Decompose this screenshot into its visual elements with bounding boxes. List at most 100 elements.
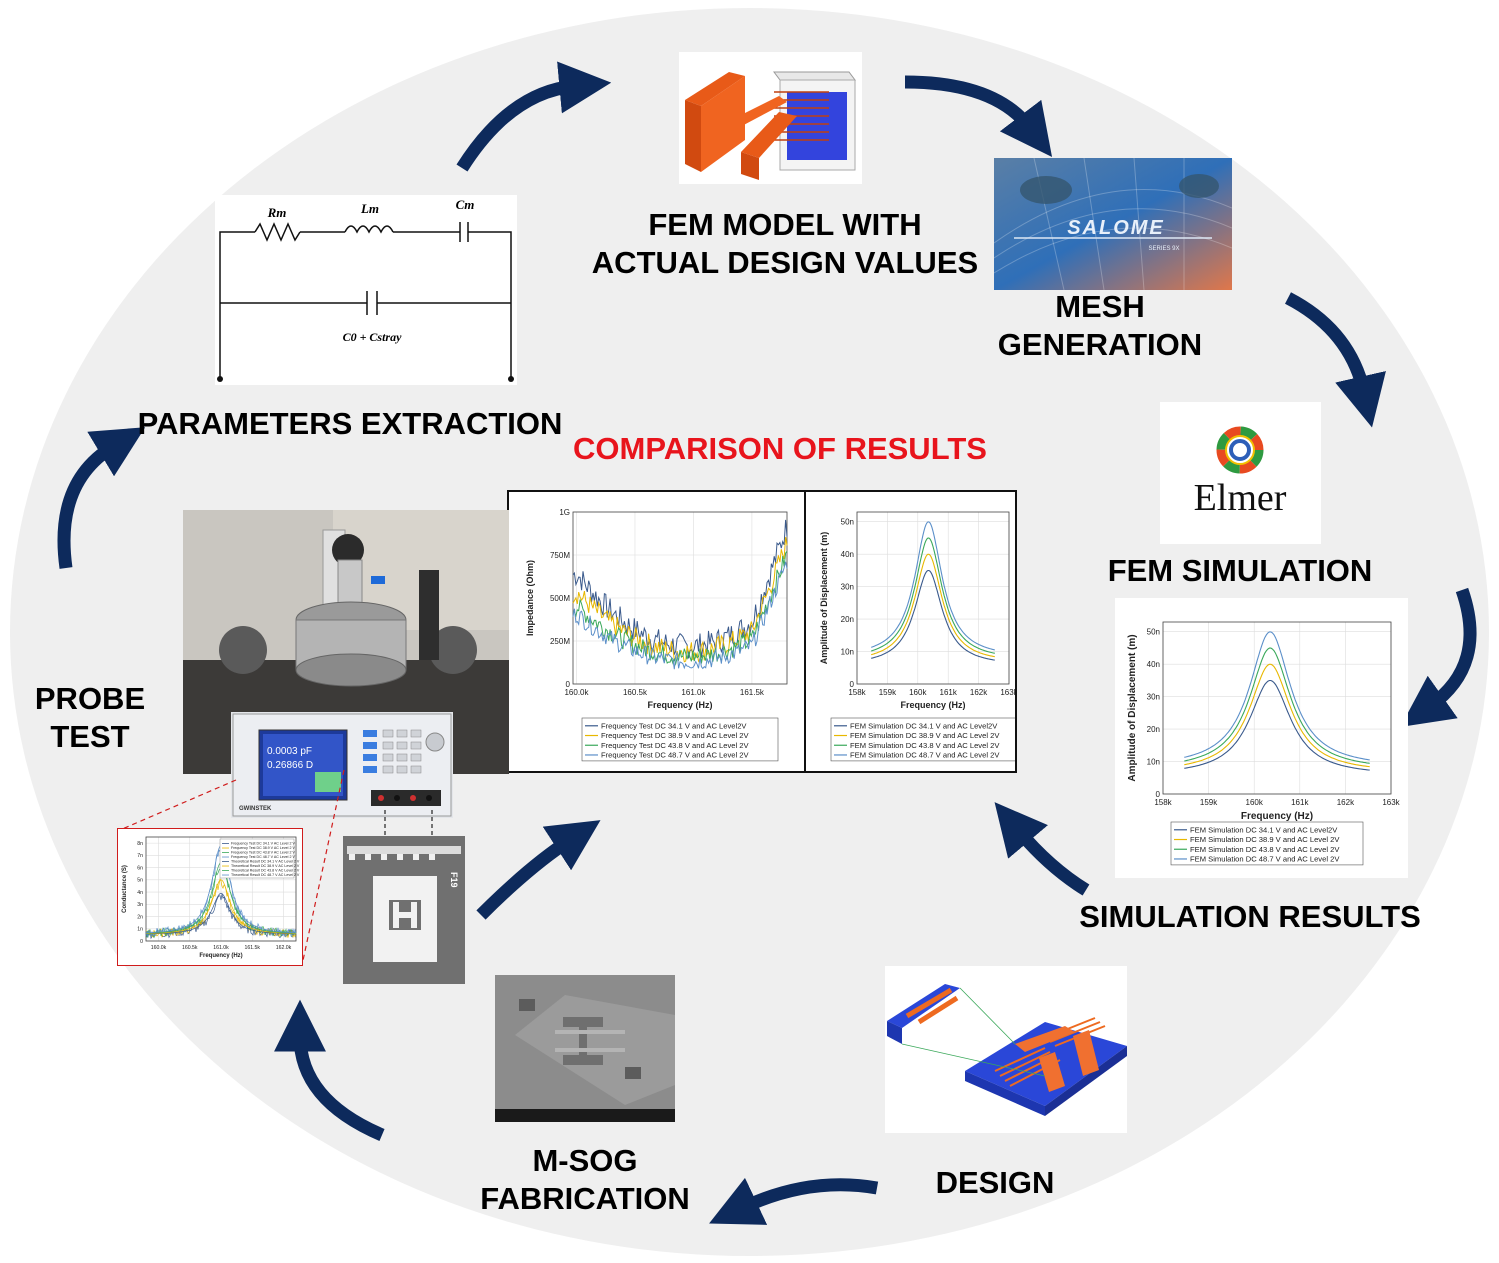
y-axis-label: Amplitude of Displacement (m) <box>819 532 829 665</box>
plot-frame <box>856 511 1010 685</box>
y-tick-label: 2n <box>137 914 143 920</box>
series-line <box>1184 663 1370 768</box>
arrow-chip-to-comparison <box>476 820 601 920</box>
y-tick-label: 0 <box>140 939 143 945</box>
arrow-elmer-to-results <box>1400 587 1477 728</box>
legend-entry: Theoretical Result DC 43.8 V AC Level 2 … <box>231 869 300 873</box>
circuit-c0-label: C0 + Cstray <box>343 330 403 344</box>
x-tick-label: 160.0k <box>564 688 589 697</box>
equivalent-circuit: Rm Lm Cm C0 + Cstray <box>215 195 517 385</box>
x-tick-label: 160.5k <box>623 688 648 697</box>
y-tick-label: 30n <box>1147 692 1160 701</box>
x-tick-label: 161.5k <box>244 945 260 951</box>
y-tick-label: 0 <box>1156 790 1161 799</box>
chip-label-text: F19 <box>449 872 459 888</box>
lcr-meter-image: 0.0003 pF 0.26866 D GWINSTEK <box>231 712 453 818</box>
elmer-logo-text: Elmer <box>1194 477 1287 519</box>
y-axis-label: Amplitude of Displacement (m) <box>1127 634 1138 781</box>
series-line <box>145 879 297 935</box>
y-tick-label: 7n <box>137 853 143 859</box>
legend-entry: Frequency Test DC 38.9 V and AC Level 2V <box>601 731 750 740</box>
series-line <box>572 519 788 659</box>
meter-brand-text: GWINSTEK <box>239 806 272 812</box>
series-line <box>871 569 995 661</box>
sem-fabrication-image <box>495 975 675 1122</box>
y-tick-label: 250M <box>550 637 570 646</box>
series-line <box>871 553 995 658</box>
legend-box <box>1170 821 1364 866</box>
circuit-rm-label: Rm <box>267 205 287 220</box>
y-tick-label: 1n <box>137 927 143 933</box>
salome-logo-image: SALOME SERIES 9X <box>994 158 1232 290</box>
label-fem-simulation: FEM SIMULATION <box>1107 553 1373 588</box>
legend-entry: FEM Simulation DC 34.1 V and AC Level2V <box>1190 825 1338 834</box>
y-tick-label: 3n <box>137 902 143 908</box>
legend-entry: FEM Simulation DC 38.9 V and AC Level 2V <box>850 731 1000 740</box>
legend-entry: Frequency Test DC 34.1 V and AC Level2V <box>601 721 747 730</box>
x-tick-label: 160.5k <box>182 945 198 951</box>
plot-frame <box>572 511 788 685</box>
label-parameters-extraction: PARAMETERS EXTRACTION <box>137 406 563 441</box>
y-axis-label: Impedance (Ohm) <box>525 560 535 636</box>
y-tick-label: 1G <box>559 508 570 517</box>
arrow-circuit-to-fem <box>456 61 612 172</box>
arrow-fem-to-mesh <box>904 75 1053 157</box>
x-tick-label: 160k <box>909 688 927 697</box>
y-tick-label: 4n <box>137 890 143 896</box>
circuit-lm-label: Lm <box>360 201 379 216</box>
y-tick-label: 5n <box>137 878 143 884</box>
series-line <box>572 561 788 670</box>
label-mesh-generation: MESH GENERATION <box>997 289 1203 362</box>
arrow-mesh-to-elmer <box>1284 292 1386 428</box>
arrow-design-to-fab <box>709 1177 879 1225</box>
legend-entry: FEM Simulation DC 38.9 V and AC Level 2V <box>1190 835 1340 844</box>
legend-entry: FEM Simulation DC 48.7 V and AC Level 2V <box>1190 854 1340 863</box>
y-tick-label: 50n <box>841 518 854 527</box>
x-tick-label: 158k <box>1154 798 1172 807</box>
label-probe-test: PROBE TEST <box>34 681 146 754</box>
legend-entry: FEM Simulation DC 43.8 V and AC Level 2V <box>1190 845 1340 854</box>
series-line <box>871 537 995 654</box>
x-tick-label: 159k <box>879 688 897 697</box>
legend-entry: Frequency Test DC 43.8 V and AC Level 2V <box>601 741 750 750</box>
legend-entry: FEM Simulation DC 43.8 V and AC Level 2V <box>850 741 1000 750</box>
fem-model-image <box>679 52 862 184</box>
legend-entry: FEM Simulation DC 34.1 V and AC Level2V <box>850 721 998 730</box>
x-tick-label: 162.0k <box>276 945 292 951</box>
legend-entry: Theoretical Result DC 38.9 V AC Level 2 … <box>231 864 300 868</box>
y-tick-label: 750M <box>550 551 570 560</box>
legend-entry: Theoretical Result DC 48.7 V AC Level 2 … <box>231 873 300 877</box>
y-tick-label: 10n <box>841 647 854 656</box>
x-axis-label: Frequency (Hz) <box>900 700 965 710</box>
salome-logo-text: SALOME <box>1067 217 1165 239</box>
label-fem-model: FEM MODEL WITH ACTUAL DESIGN VALUES <box>591 207 979 280</box>
chip-photo-image: F19 <box>343 836 465 984</box>
y-tick-label: 20n <box>841 615 854 624</box>
arrow-fab-to-probe <box>274 999 385 1141</box>
y-tick-label: 40n <box>1147 660 1160 669</box>
series-line <box>1184 631 1370 761</box>
label-fabrication: M-SOG FABRICATION <box>480 1143 690 1216</box>
label-design: DESIGN <box>935 1165 1055 1200</box>
meter-reading-dissipation: 0.26866 D <box>267 760 313 771</box>
y-tick-label: 10n <box>1147 757 1160 766</box>
legend-entry: Frequency Test DC 38.9 V AC Level 2 V <box>231 846 295 850</box>
x-tick-label: 163k <box>1382 798 1400 807</box>
y-axis-label: Conductance (S) <box>122 865 128 913</box>
comparison-divider <box>804 492 806 771</box>
y-tick-label: 40n <box>841 550 854 559</box>
x-tick-label: 160k <box>1246 798 1264 807</box>
legend-entry: FEM Simulation DC 48.7 V and AC Level 2V <box>850 750 1000 759</box>
legend-entry: Theoretical Result DC 34.1 V AC Level 2 … <box>231 860 300 864</box>
legend-entry: Frequency Test DC 43.8 V AC Level 2 V <box>231 851 295 855</box>
x-axis-label: Frequency (Hz) <box>647 700 712 710</box>
legend-entry: Frequency Test DC 48.7 V and AC Level 2V <box>601 750 750 759</box>
y-tick-label: 6n <box>137 865 143 871</box>
series-line <box>572 550 788 666</box>
y-tick-label: 30n <box>841 582 854 591</box>
